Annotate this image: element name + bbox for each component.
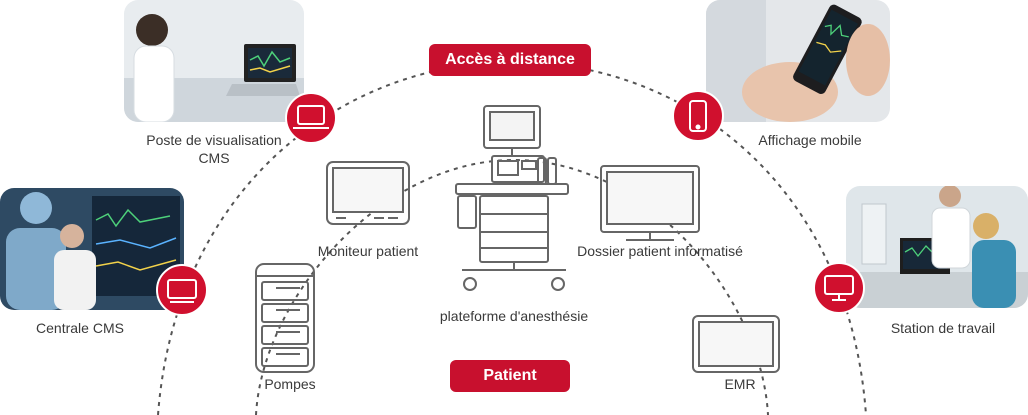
desktop-badge [813,262,865,314]
desktop-monitor-icon [824,275,854,301]
pumps-label: Pompes [264,376,316,392]
central-cms-label: Centrale CMS [36,320,124,336]
patient-pill: Patient [450,360,570,392]
cms-viewing-station-label-line2: CMS [198,150,230,166]
ehr-label: Dossier patient informatisé [577,243,743,259]
smartphone-badge [672,90,724,142]
ehr-workstation-icon [600,165,700,241]
remote-access-pill: Accès à distance [429,44,591,76]
workstation-photo [846,186,1028,308]
smartphone-icon [689,100,707,132]
central-station-photo [0,188,184,310]
mobile-display-photo [706,0,890,122]
patient-monitor-icon [326,161,410,225]
infusion-pumps-icon [255,263,315,373]
monitor-icon [167,279,197,303]
monitor-badge [156,264,208,316]
patient-monitor-label: Moniteur patient [317,243,419,259]
emr-monitor-icon [692,315,780,373]
anesthesia-platform-label: plateforme d'anesthésie [439,308,589,324]
laptop-badge [285,92,337,144]
anesthesia-platform-icon [455,105,569,291]
laptop-icon [293,105,329,129]
outer-connection-arc [157,60,867,415]
cms-viewing-station-label-line1: Poste de visualisation [146,132,282,148]
cms-viewing-station-label: Poste de visualisation CMS [124,131,304,167]
emr-label: EMR [724,376,756,392]
cms-viewing-station-photo [124,0,304,122]
mobile-display-label: Affichage mobile [758,132,862,148]
workstation-label: Station de travail [890,320,996,336]
